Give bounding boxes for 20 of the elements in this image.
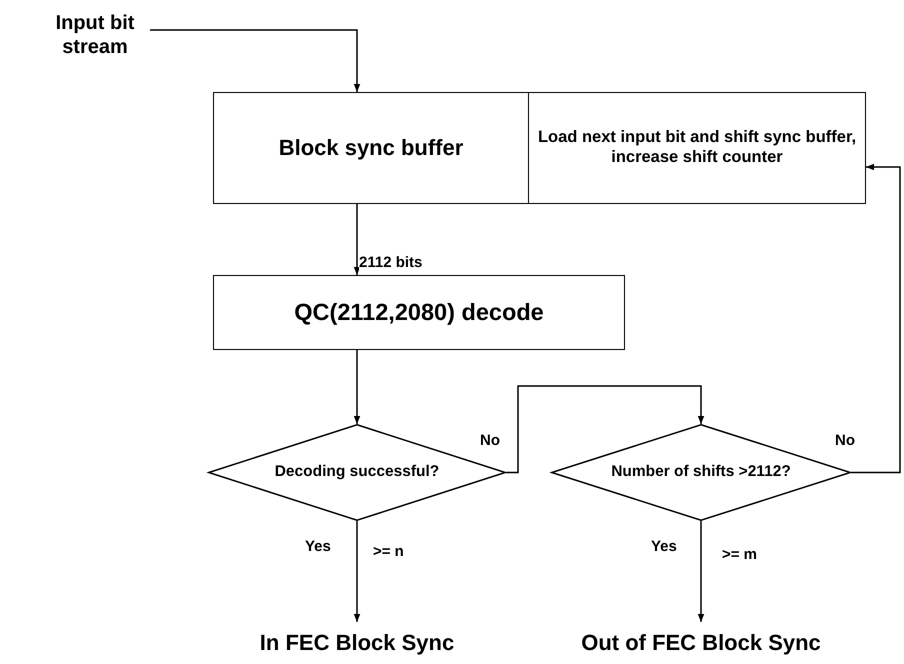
terminal-text: Input bit stream [54, 11, 136, 59]
arrow [150, 29, 360, 92]
arrow [354, 350, 360, 424]
process-text: Load next input bit and shift sync buffer, increase shift counter [536, 128, 858, 168]
process-text: QC(2112,2080) decode [294, 298, 544, 327]
arrow [698, 521, 704, 622]
decision-text: Number of shifts >2112? [611, 463, 791, 482]
arrow [851, 164, 901, 474]
process-box [213, 92, 529, 204]
arrow [354, 521, 360, 622]
edge-label: 2112 bits [359, 254, 422, 271]
arrow [506, 385, 704, 474]
decision-diamond [208, 424, 506, 521]
process-box [213, 275, 625, 350]
terminal-text: Out of FEC Block Sync [581, 630, 821, 656]
arrow [354, 204, 360, 275]
process-text: Block sync buffer [278, 134, 464, 162]
process-box [528, 92, 866, 204]
decision-text: Decoding successful? [274, 463, 440, 482]
terminal-text: In FEC Block Sync [260, 630, 454, 656]
